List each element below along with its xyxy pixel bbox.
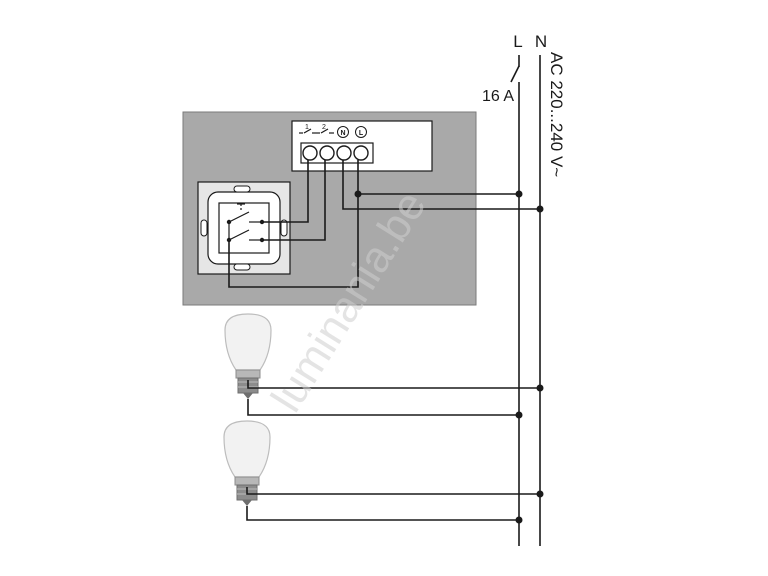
module-supply-wires: [342, 160, 540, 210]
line-label: L: [513, 32, 522, 51]
supply-voltage-label: AC 220...240 V~: [547, 52, 566, 177]
wall-switch: [197, 181, 291, 275]
terminal-n-screw: [336, 145, 352, 161]
terminal-1-screw: [302, 145, 318, 161]
terminal-l-screw: [353, 145, 369, 161]
junction-dots: [354, 190, 544, 524]
bulb-2-wires: [246, 487, 540, 521]
supply-rails: [510, 55, 541, 546]
terminal-1-label: 1: [305, 124, 309, 131]
fuse-label: 16 A: [482, 88, 514, 105]
bulb-1-wires: [247, 380, 540, 416]
terminal-l-marker: [355, 126, 367, 138]
bulb-1: [224, 313, 272, 399]
terminal-n-label: N: [340, 130, 345, 137]
terminal-2-screw: [319, 145, 335, 161]
terminal-2-label: 2: [322, 124, 326, 131]
bulb-2: [223, 420, 271, 506]
module-box: 1 2 N L: [291, 120, 433, 172]
neutral-label: N: [535, 32, 547, 51]
module-switch-symbols: [299, 128, 334, 134]
terminal-l-label: L: [359, 130, 364, 137]
switch-wires: [228, 160, 359, 288]
terminal-n-marker: [337, 126, 349, 138]
